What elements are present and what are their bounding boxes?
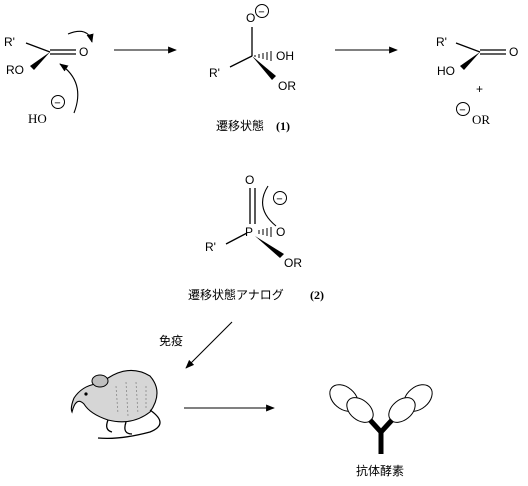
- products: R' O HO + − OR: [436, 35, 518, 127]
- alkoxide-o-label: O: [246, 11, 255, 25]
- plus-sign: +: [476, 82, 483, 96]
- r-prime-label: R': [4, 35, 15, 49]
- r-prime-label-4: R': [205, 240, 216, 254]
- charge-delocalization-arc: [262, 185, 277, 227]
- phosphonate-o-label: O: [276, 225, 285, 239]
- mouse-icon: [70, 369, 161, 440]
- alkoxide-charge: −: [258, 7, 264, 19]
- electron-arrow-top: [67, 30, 94, 43]
- abzyme-caption: 抗体酵素: [356, 463, 404, 478]
- hydroxide-label: HO: [28, 111, 47, 126]
- acid-o-label: O: [509, 45, 518, 59]
- acid-ho-label: HO: [437, 64, 455, 78]
- transition-state-caption: 遷移状態: [216, 118, 264, 133]
- hydroxide-charge: −: [54, 98, 60, 110]
- analog-caption: 遷移状態アナログ: [188, 287, 284, 302]
- oh-label: OH: [276, 49, 294, 63]
- ro-label: RO: [6, 63, 24, 77]
- phosphoryl-o-label: O: [245, 173, 254, 187]
- or-label-4: OR: [284, 256, 302, 270]
- alkoxide-product-label: OR: [472, 112, 490, 127]
- phosphonate-charge: −: [276, 194, 282, 206]
- ester-molecule: R' O RO HO −: [4, 30, 94, 126]
- transition-state-number: (1): [276, 119, 290, 133]
- phosphorus-label: P: [245, 225, 253, 239]
- carbonyl-o-label: O: [79, 45, 88, 59]
- immunization-arrow: [185, 321, 233, 369]
- analog-number: (2): [310, 288, 324, 302]
- transition-state-analog: O P O − R' OR 遷移状態アナログ (2): [188, 173, 324, 302]
- electron-arrow-attack: [59, 63, 79, 114]
- antibody-icon: [329, 384, 433, 454]
- alkoxide-product-charge: −: [459, 105, 465, 117]
- r-prime-label-2: R': [209, 66, 220, 80]
- or-label-2: OR: [278, 79, 296, 93]
- transition-state-molecule: O − OH R' OR 遷移状態 (1): [209, 4, 296, 133]
- r-prime-label-3: R': [436, 35, 447, 49]
- immunization-label: 免疫: [159, 333, 183, 348]
